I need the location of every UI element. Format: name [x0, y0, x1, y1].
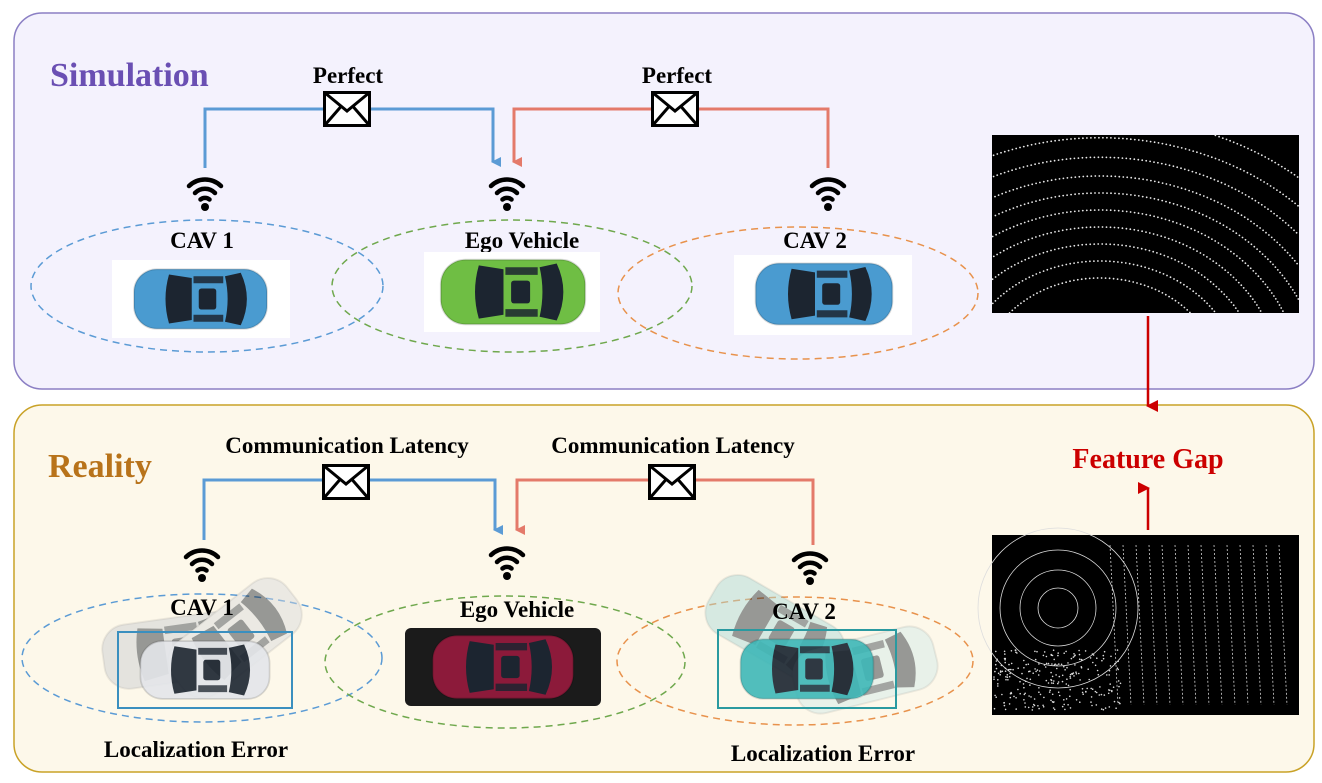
real-lidar-pointcloud — [977, 527, 1299, 715]
sim-msg-right: Perfect — [642, 63, 713, 88]
sim-lidar-pointcloud — [991, 134, 1300, 314]
feature-gap-label: Feature Gap — [1072, 444, 1223, 475]
envelope-icon — [323, 91, 371, 127]
sim-cav1-car-icon — [132, 268, 269, 330]
real-ego-car-icon — [431, 634, 575, 700]
reality-title: Reality — [48, 448, 152, 485]
cav2-true-pose-box — [717, 629, 897, 709]
cav1-range-ellipse — [21, 593, 383, 723]
cav2-range-ellipse — [616, 596, 974, 726]
sim-cav1-label: CAV 1 — [170, 228, 234, 253]
sim-cav2-car-icon — [754, 262, 894, 326]
envelope-icon — [648, 464, 696, 500]
simulation-title: Simulation — [50, 57, 209, 94]
real-cav1-car-icon — [139, 640, 271, 700]
real-cav1-label: CAV 1 — [170, 595, 234, 620]
real-msg-right: Communication Latency — [551, 433, 795, 458]
envelope-icon — [651, 91, 699, 127]
sim-msg-left: Perfect — [313, 63, 384, 88]
cav2-range-ellipse — [617, 226, 979, 360]
real-error-right: Localization Error — [731, 741, 915, 766]
ego-range-ellipse — [324, 595, 686, 729]
ego-range-ellipse — [331, 219, 693, 353]
real-cav2-car-icon — [739, 638, 875, 700]
cav1-range-ellipse — [30, 219, 384, 353]
real-ego-label: Ego Vehicle — [460, 597, 574, 622]
real-cav2-label: CAV 2 — [772, 599, 836, 624]
cav1-true-pose-box — [117, 631, 293, 709]
real-msg-left: Communication Latency — [225, 433, 469, 458]
sim-ego-car-icon — [439, 258, 587, 326]
real-error-left: Localization Error — [104, 737, 288, 762]
sim-ego-label: Ego Vehicle — [465, 228, 579, 253]
envelope-icon — [322, 464, 370, 500]
sim-cav2-label: CAV 2 — [783, 228, 847, 253]
